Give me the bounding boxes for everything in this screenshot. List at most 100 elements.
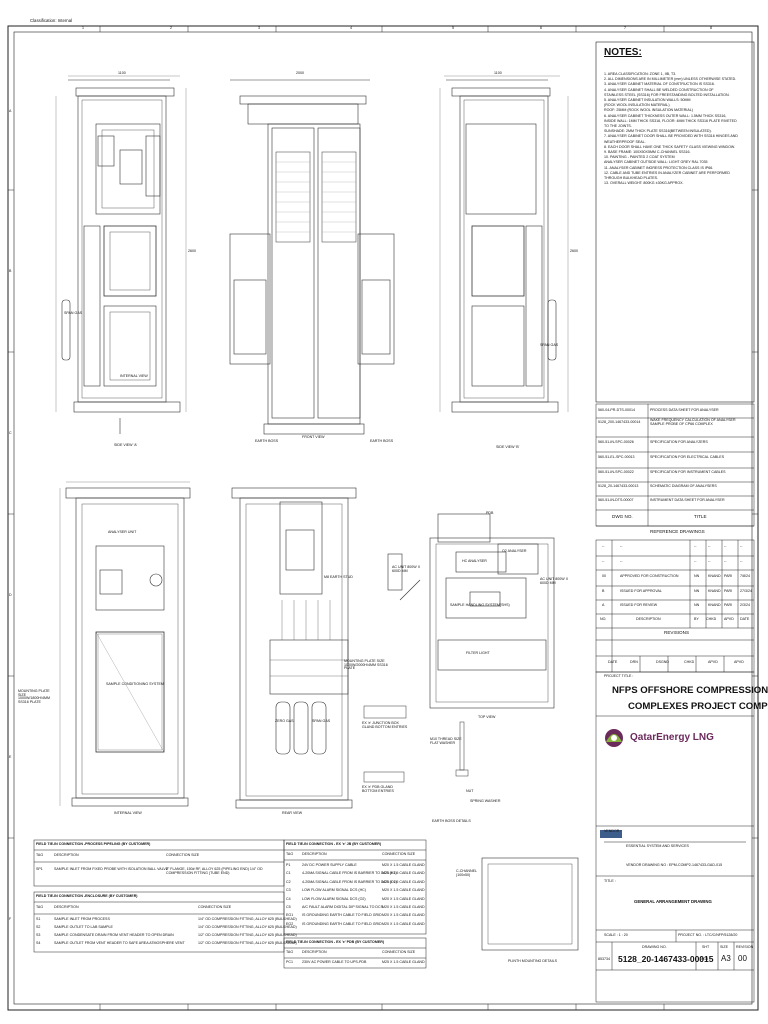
label-earth-stud: M8 EARTH STUD xyxy=(324,575,353,579)
revision-date: -- xyxy=(740,544,743,548)
row-label-d: D xyxy=(9,593,12,597)
revision-desc: -- xyxy=(620,559,623,563)
label-pdb: PDB xyxy=(486,511,494,515)
col-label-3: 3 xyxy=(258,26,260,30)
sign-row-cell: DATE xyxy=(608,660,618,664)
revision-desc: APPROVED FOR CONSTRUCTION xyxy=(620,574,679,578)
side-view-a xyxy=(61,79,181,434)
reference-doc-no: 560-51-IN-SPC-00022 xyxy=(598,470,634,474)
drawing-no-label: DRAWING NO. xyxy=(642,945,667,949)
field-jb-cell: A/C FAULT ALARM DIGITAL DIP SIGNAL TO DC… xyxy=(302,905,384,909)
field-pdb-cell: M25 X 1.5 CABLE GLAND xyxy=(382,960,425,964)
field-jb-title: FIELD TIE-IN CONNECTION - EX 'e' JB (BY … xyxy=(286,842,382,846)
reference-title: SPECIFICATION FOR ANALYZERS xyxy=(650,440,708,444)
field-jb-cell: M20 X 1.5 CABLE GLAND xyxy=(382,871,425,876)
revision-no: -- xyxy=(602,559,605,563)
field-pdb-table-lines xyxy=(283,937,427,969)
reference-title: WAKE FREQUENCY CALCULATION OF ANALYSER S… xyxy=(650,418,736,426)
label-earth-boss-left: EARTH BOSS xyxy=(255,439,279,443)
title-block-lines xyxy=(595,671,755,1003)
col-label-7: 7 xyxy=(624,26,626,30)
reference-doc-no: 5128_200-1467433-00014 xyxy=(598,420,641,424)
note-line: STAINLESS STEEL (SS316) FOR FREESTANDING… xyxy=(604,92,730,97)
size-label: SIZE xyxy=(720,945,728,949)
note-line: 6. ANALYSER CABINET THICKNESS OUTER WALL… xyxy=(604,113,727,118)
row-label-a: A xyxy=(9,109,12,113)
revision-by: NN xyxy=(694,574,700,578)
field-pipe-header-cell: TAG xyxy=(36,853,44,857)
job-no: 853734 xyxy=(598,957,610,961)
label-span-gas-rear: SPAN GAS xyxy=(312,719,331,723)
row-label-e: E xyxy=(9,755,12,759)
qatarenergy-logo-mark xyxy=(605,729,623,747)
field-enclosure-cell: S3 xyxy=(36,933,41,937)
note-line: 5. ANALYSER CABINET INSULATION WALLS: 50… xyxy=(604,98,691,102)
project-title-line1: NFPS OFFSHORE COMPRESSION xyxy=(612,685,768,696)
field-jb-cell: C4 xyxy=(286,896,291,901)
revision-chkd: -- xyxy=(708,559,711,563)
field-jb-cell: M20 X 1.5 CABLE GLAND xyxy=(382,905,425,909)
drawing-number: 5128_20-1467433-00015 xyxy=(618,954,714,964)
field-pipe-cell: SAMPLE INLET FROM FIXED PROBE WITH ISOLA… xyxy=(54,867,169,871)
field-jb-cell: M20 X 1.5 CABLE GLAND xyxy=(382,913,425,918)
sign-row-cell: DRN xyxy=(630,660,638,664)
revision-header-cell: CHKD xyxy=(706,617,717,621)
label-sample-conditioning: SAMPLE CONDITIONING SYSTEM xyxy=(106,682,164,686)
field-jb-cell: EG2 xyxy=(286,921,294,926)
vendor-drawing-no: VENDOR DRAWING NO : EPM-COMP2-1467433-GA… xyxy=(626,863,723,867)
project-title-label: PROJECT TITLE : xyxy=(604,674,634,678)
revision-by: -- xyxy=(694,559,697,563)
reference-title: SPECIFICATION FOR INSTRUMENT CABLES xyxy=(650,470,726,474)
revision-header-cell: DATE xyxy=(740,617,750,621)
dim-side-b-height: 2600 xyxy=(570,249,578,253)
label-side-view-b: SIDE VIEW 'B' xyxy=(496,445,520,449)
revision-no: -- xyxy=(602,544,605,548)
field-jb-cell: IS GROUNDING EARTH CABLE TO FIELD GRID xyxy=(302,921,382,926)
paper-size: A3 xyxy=(721,954,731,963)
reference-title: PROCESS DATA SHEET FOR ANALYSER xyxy=(650,408,719,412)
note-line: ANALYSER CABINET OUTSIDE WALL: LIGHT GRE… xyxy=(604,160,708,165)
label-c-channel: C-CHANNEL (100x50) xyxy=(456,869,477,877)
revision-chkd: KNAND xyxy=(708,603,721,607)
field-pdb-header-cell: TAG xyxy=(286,950,294,954)
internal-view xyxy=(65,487,191,807)
row-label-c: C xyxy=(9,431,12,435)
classification-label: Classification: Internal xyxy=(30,18,73,23)
reference-table-lines xyxy=(595,403,755,527)
revision-by: -- xyxy=(694,544,697,548)
label-filter-light: FILTER LIGHT xyxy=(466,651,490,655)
col-label-6: 6 xyxy=(540,26,542,30)
field-enclosure-cell: 1/2" OD COMPRESSION FITTING, ALLOY 625 (… xyxy=(198,933,297,937)
note-line: 1. AREA CLASSIFICATION: ZONE 1, IIB, T3. xyxy=(604,72,677,76)
row-label-b: B xyxy=(9,269,12,273)
note-line: 11. ANALYSER CABINET INGRESS PROTECTION … xyxy=(604,165,714,170)
note-line: 2. ALL DIMENSIONS ARE IN MILLIMETER (mm)… xyxy=(604,77,737,82)
field-jb-cell: M20 X 1.5 CABLE GLAND xyxy=(382,879,425,884)
project-title-line2: COMPLEXES PROJECT COMP2 xyxy=(628,701,768,712)
row-label-f: F xyxy=(9,917,12,921)
sign-row-cell: APVD xyxy=(708,660,718,664)
ref-header-dwg: DWG NO. xyxy=(612,514,633,519)
field-jb-header-cell: CONNECTION SIZE xyxy=(382,852,416,856)
side-view-b xyxy=(446,79,559,413)
revision-chkd: KNAND xyxy=(708,574,721,578)
reference-doc-no: 560-51-EL-SPC-00013 xyxy=(598,455,635,459)
front-view xyxy=(229,79,395,435)
field-enclosure-header-cell: TAG xyxy=(36,905,44,909)
revision-desc: ISSUED FOR APPROVAL xyxy=(620,589,662,593)
revision-apvd: -- xyxy=(724,544,727,548)
col-label-2: 2 xyxy=(170,26,172,30)
field-jb-cell: 24V DC POWER SUPPLY CABLE xyxy=(302,863,357,867)
notes-title: NOTES: xyxy=(604,47,642,58)
sign-row-cell: DSGND xyxy=(656,660,669,664)
dim-side-a-width: 1100 xyxy=(118,71,126,75)
ref-caption: REFERENCE DRAWINGS xyxy=(650,529,705,534)
dim-side-b-width: 1100 xyxy=(494,71,502,75)
label-ac-unit-left: AC UNIT 800W X 600D MM xyxy=(392,565,421,573)
note-line: 9. BASE FRAME: 100X50X5MM C-CHANNEL SS31… xyxy=(604,150,691,154)
label-span-gas-a: SPAN GAS xyxy=(64,311,83,315)
field-enclosure-cell: SAMPLE OUTLET FROM VENT HEADER TO SAFE A… xyxy=(54,941,185,945)
field-jb-cell: LOW FLOW ALARM SIGNAL DCS (HC) xyxy=(302,888,366,893)
plinth xyxy=(481,857,579,951)
revision-label: REVISION xyxy=(736,945,754,949)
